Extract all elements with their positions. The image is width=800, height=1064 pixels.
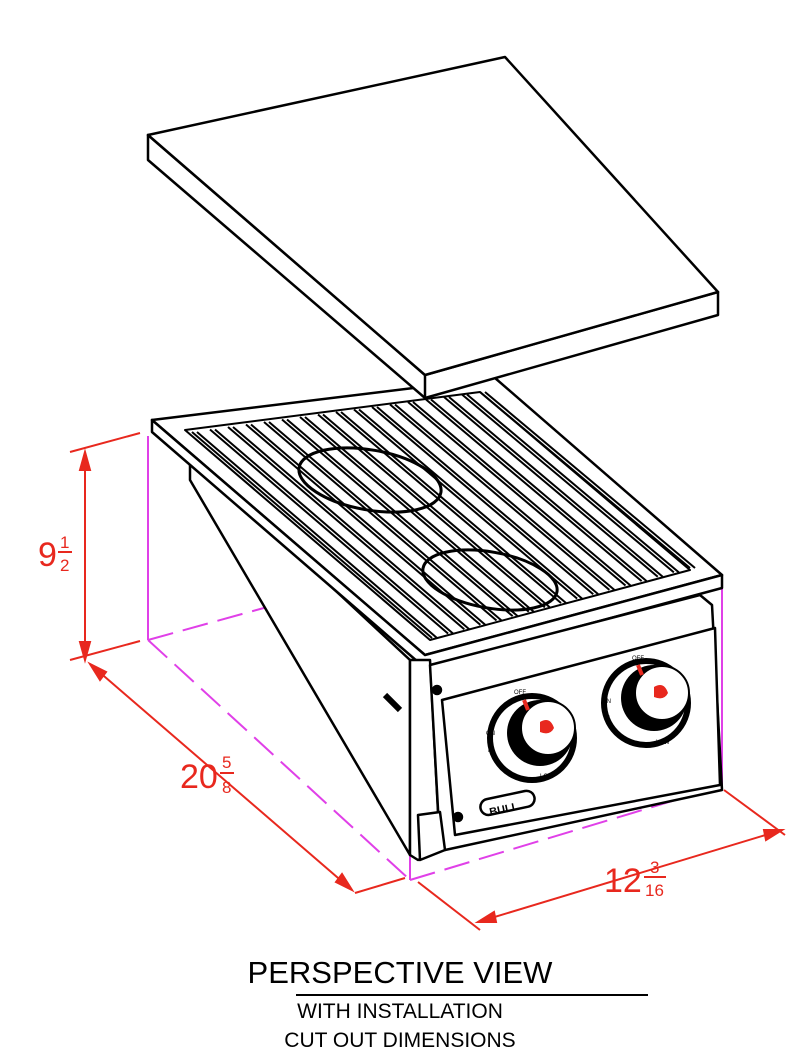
grate-bar xyxy=(358,408,583,600)
depth-num: 5 xyxy=(222,753,231,772)
depth-whole: 20 xyxy=(180,758,218,796)
dimension-lines xyxy=(69,432,786,931)
grate-bar xyxy=(479,391,691,569)
lid xyxy=(146,55,720,400)
knob-right[interactable] xyxy=(601,658,691,748)
grate-bar xyxy=(443,396,659,578)
grate-bar xyxy=(191,431,433,639)
grate-bar xyxy=(425,398,643,582)
label-on: ON xyxy=(602,699,611,705)
depth-den: 8 xyxy=(222,778,231,797)
dimension-width: 12 3 16 xyxy=(604,858,666,900)
label-on: ON xyxy=(486,731,495,737)
width-num: 3 xyxy=(650,858,659,877)
grate-bar xyxy=(214,428,454,635)
grate-bar xyxy=(263,421,498,622)
dimension-depth: 20 5 8 xyxy=(180,753,234,797)
grate-bar xyxy=(389,403,611,591)
dimension-height: 9 1 2 xyxy=(38,533,72,575)
label-hi: HI xyxy=(604,716,610,722)
label-off: OFF xyxy=(632,656,644,662)
grate-bar xyxy=(304,416,535,613)
grate-bar xyxy=(412,401,632,587)
burners xyxy=(297,446,559,612)
grate-bar xyxy=(484,391,696,569)
grate-bar xyxy=(340,411,567,604)
width-den: 16 xyxy=(645,881,664,900)
label-low: LOW xyxy=(540,774,554,780)
grate-bar xyxy=(335,411,562,604)
grate-bar xyxy=(209,428,449,635)
caption-line-1: WITH INSTALLATION xyxy=(297,1000,503,1023)
grate-bar xyxy=(227,426,465,631)
caption-underline xyxy=(296,994,648,996)
grate-bar xyxy=(322,413,551,609)
caption-title: PERSPECTIVE VIEW xyxy=(247,955,553,990)
grate-bar xyxy=(461,393,675,574)
grate-bar xyxy=(286,418,519,617)
knob-labels: OFF ON HI LOW OFF ON HI LOW xyxy=(486,656,670,780)
label-hi: HI xyxy=(488,748,494,754)
grate-bar xyxy=(196,431,438,639)
grate-bar xyxy=(430,398,648,582)
label-low: LOW xyxy=(656,740,670,746)
height-num: 1 xyxy=(60,533,69,552)
grate-bar xyxy=(394,403,616,591)
grate-bar xyxy=(232,426,470,631)
grate-bar xyxy=(250,423,487,626)
width-whole: 12 xyxy=(604,862,642,900)
grate-bar xyxy=(466,393,680,574)
caption-line-2: CUT OUT DIMENSIONS xyxy=(284,1029,516,1052)
grate-bar xyxy=(371,406,594,596)
grate-bar xyxy=(448,396,664,578)
knob-left[interactable] xyxy=(487,693,577,783)
grate-bar xyxy=(376,406,599,596)
height-whole: 9 xyxy=(38,536,57,574)
grate-bar xyxy=(407,401,627,587)
label-off: OFF xyxy=(514,690,526,696)
height-den: 2 xyxy=(60,556,69,575)
